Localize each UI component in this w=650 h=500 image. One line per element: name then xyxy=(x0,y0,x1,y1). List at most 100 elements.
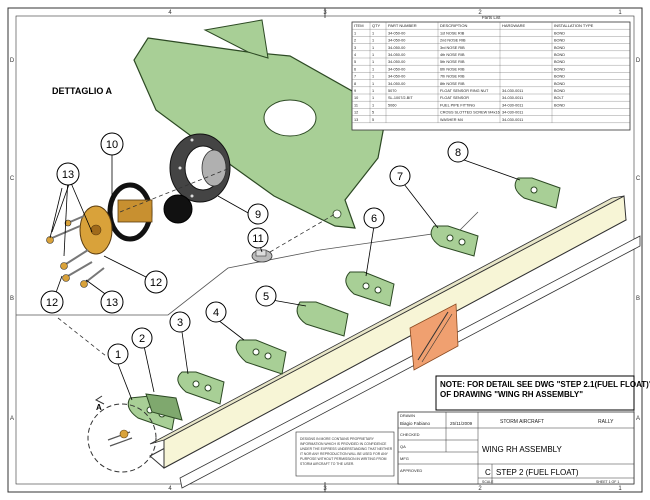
zone-right-c: C xyxy=(636,176,641,182)
parts-cell: 1 xyxy=(372,75,374,79)
parts-header-cell: ITEM xyxy=(354,23,364,28)
parts-cell: BOLT xyxy=(554,96,564,100)
zone-right-b: B xyxy=(636,296,640,302)
main-spar xyxy=(149,195,641,489)
parts-cell: 5 xyxy=(354,60,356,64)
parts-cell: 1 xyxy=(372,89,374,93)
parts-cell: BOND xyxy=(554,75,565,79)
nose-rib-7 xyxy=(430,225,479,257)
balloon-12-left: 12 xyxy=(40,290,64,314)
parts-cell: BOND xyxy=(554,46,565,50)
balloon-1: 1 xyxy=(107,343,129,365)
balloon-13-top-label: 13 xyxy=(62,169,74,181)
parts-cell: 34-050-00 xyxy=(388,46,405,50)
balloon-leaders xyxy=(49,155,521,401)
parts-cell: 4 xyxy=(354,53,356,57)
parts-cell: 1 xyxy=(372,103,374,107)
parts-cell: 34-050-00 xyxy=(388,82,405,86)
approved-label: APPROVED xyxy=(400,468,422,473)
nose-ribs xyxy=(127,177,561,431)
parts-cell: 34-030-0011 xyxy=(502,103,523,107)
nose-rib-3 xyxy=(177,371,225,405)
zone-top-2: 2 xyxy=(478,10,482,16)
drawn-by: Biagio Fabiano xyxy=(400,421,431,426)
parts-cell: 5 xyxy=(372,111,374,115)
parts-cell: 5th NOSE RIB xyxy=(440,60,465,64)
checked-label: CHECKED xyxy=(400,432,420,437)
zone-top-1: 1 xyxy=(618,10,622,16)
parts-cell: 1 xyxy=(372,46,374,50)
parts-cell: 34-030-0011 xyxy=(502,96,523,100)
zone-bottom-1: 1 xyxy=(618,486,622,492)
balloon-13-bottom-label: 13 xyxy=(106,297,118,309)
parts-cell: BOND xyxy=(554,67,565,71)
parts-cell: 5 xyxy=(372,118,374,122)
parts-cell: BOND xyxy=(554,89,565,93)
parts-cell: 1 xyxy=(372,53,374,57)
fuel-pipe-fitting xyxy=(251,249,273,263)
parts-list-title: Parts List xyxy=(482,15,502,20)
parts-cell: 6th NOSE RIB xyxy=(440,67,465,71)
parts-cell: 3 xyxy=(354,46,356,50)
sheet-number: SHEET 1 OF 1 xyxy=(596,480,619,484)
zone-top-4: 4 xyxy=(168,10,172,16)
balloon-4: 4 xyxy=(205,301,227,323)
parts-header-cell: PART NUMBER xyxy=(388,23,417,28)
balloon-13-top: 13 xyxy=(56,162,80,186)
parts-cell: 8 xyxy=(354,82,356,86)
zone-right-d: D xyxy=(636,58,641,64)
balloons: 1 2 3 4 5 6 7 8 9 10 11 12 12 13 13 xyxy=(40,132,469,365)
parts-cell: 34-050-00 xyxy=(388,39,405,43)
drawing-date: 25/11/2009 xyxy=(450,421,473,426)
balloon-12-right-label: 12 xyxy=(150,277,162,289)
float-sensor-ring-nut xyxy=(169,133,231,203)
parts-cell: 13 xyxy=(354,118,358,122)
balloon-5-label: 5 xyxy=(263,291,269,303)
parts-cell: CROSS SLOTTED SCREW M4x16 xyxy=(440,111,500,115)
parts-cell: 34-050-00 xyxy=(388,75,405,79)
view-letter: A xyxy=(96,403,102,412)
parts-cell: 34-030-0011 xyxy=(502,111,523,115)
balloon-10-label: 10 xyxy=(106,139,118,151)
parts-cell: FLOAT SENSOR xyxy=(440,96,469,100)
balloon-7-label: 7 xyxy=(397,171,403,183)
parts-cell: BOND xyxy=(554,60,565,64)
nose-rib-6 xyxy=(345,271,395,307)
zone-bottom-2: 2 xyxy=(478,486,482,492)
parts-cell: 34-050-00 xyxy=(388,53,405,57)
parts-cell: 5070 xyxy=(388,89,396,93)
parts-header-cell: HARDWARE xyxy=(502,23,526,28)
balloon-7: 7 xyxy=(389,165,411,187)
balloon-4-label: 4 xyxy=(213,307,219,319)
parts-header-cell: DESCRIPTION xyxy=(440,23,467,28)
balloon-6: 6 xyxy=(363,207,385,229)
parts-cell: BOND xyxy=(554,31,565,35)
balloon-13-bottom: 13 xyxy=(100,290,124,314)
zone-left-a: A xyxy=(10,416,14,422)
balloon-10: 10 xyxy=(100,132,124,156)
balloon-12-left-label: 12 xyxy=(46,297,58,309)
parts-cell: 1 xyxy=(372,82,374,86)
parts-cell: 1 xyxy=(372,39,374,43)
parts-cell: 1 xyxy=(372,67,374,71)
detail-circle-a: A xyxy=(87,395,157,473)
zone-bottom-4: 4 xyxy=(168,486,172,492)
parts-cell: 1 xyxy=(372,31,374,35)
parts-header-cell: INSTALLATION TYPE xyxy=(554,23,594,28)
nose-rib-8 xyxy=(514,177,561,209)
parts-cell: 34-050-00 xyxy=(388,60,405,64)
company-name: STORM AIRCRAFT xyxy=(500,419,544,425)
qa-label: QA xyxy=(400,444,406,449)
balloon-5: 5 xyxy=(255,285,277,307)
balloon-9: 9 xyxy=(247,203,269,225)
parts-cell: BOND xyxy=(554,82,565,86)
balloon-11: 11 xyxy=(247,227,269,249)
zone-right-a: A xyxy=(636,416,640,422)
parts-cell: 34-050-00 xyxy=(388,31,405,35)
parts-cell: 34-030-0011 xyxy=(502,118,523,122)
parts-cell: 34-030-0011 xyxy=(502,89,523,93)
nose-rib-2 xyxy=(145,393,183,421)
